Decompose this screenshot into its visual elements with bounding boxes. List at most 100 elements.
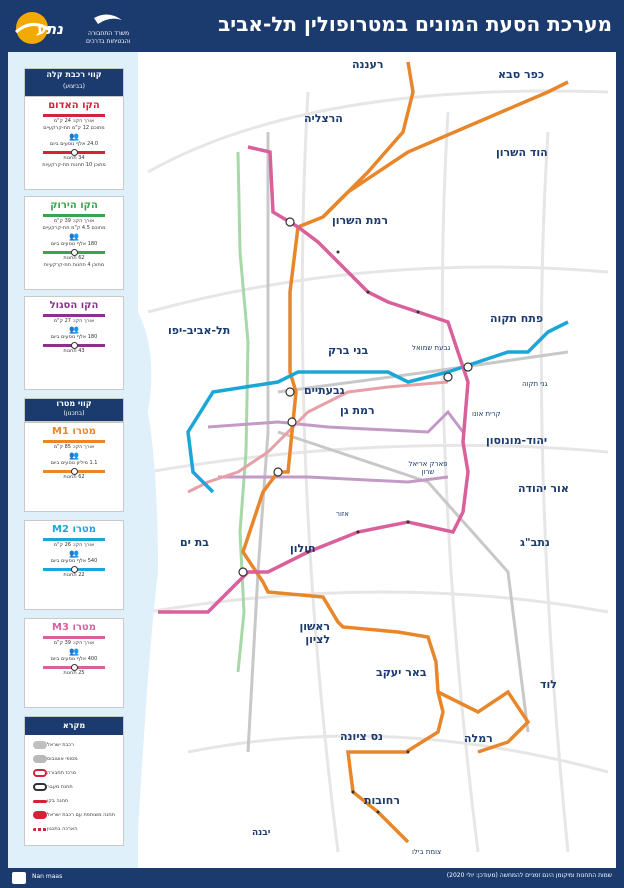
station-dots	[306, 250, 420, 814]
planned-extension-icon	[33, 827, 47, 831]
city-label: ראשון לציון	[299, 620, 330, 646]
road-network	[147, 89, 609, 853]
legend-item-transport-hub: מרכז תחבורה	[25, 766, 123, 780]
lrt-header-card: קווי רכבת קלה (בביצוע)	[24, 68, 124, 100]
metro-header-card: קווי מטרו (בתכנון)	[24, 398, 124, 422]
purple-line-branch	[218, 475, 449, 484]
passengers-icon: 👥	[69, 132, 79, 141]
rail-icon	[33, 741, 47, 749]
red-line-stations: 34 תחנות	[63, 155, 85, 161]
legend-item-line-station: תחנה בקו	[25, 794, 123, 808]
legend-label: מרכז תחבורה	[47, 770, 77, 776]
city-label: רמת השרון	[332, 214, 388, 227]
red-line-title: הקו האדום	[48, 100, 100, 111]
legend-list: רכבת ישראל מסופי אוטובוס מרכז תחבורה תחנ…	[25, 735, 123, 836]
city-label: גבעתיים	[304, 384, 345, 397]
city-label: רחובות	[364, 794, 400, 807]
city-label: צומת בילו	[412, 848, 442, 856]
transport-hub-icon	[33, 769, 47, 777]
metro-header-sub: (בתכנון)	[63, 410, 85, 417]
logo-area: נתע משרד התחבורה והבטיחות בדרכים	[10, 8, 140, 48]
m1-branch-east	[321, 80, 569, 219]
brand-icon	[12, 872, 26, 884]
purple-line-card: הקו הסגול אורך הקו: 27 ק"מ 👥 180 אלף נוס…	[24, 296, 124, 390]
red-line-swatch	[43, 114, 105, 117]
city-label: נתב"ג	[520, 536, 550, 549]
shared-rail-station-icon	[33, 811, 47, 819]
green-line-title: הקו הירוק	[50, 200, 98, 211]
ministry-line1: משרד התחבורה	[88, 30, 130, 37]
city-label: יבנה	[252, 828, 271, 838]
transfer-stations	[238, 217, 473, 577]
line-station-icon	[33, 799, 47, 803]
city-label: באר יעקב	[376, 666, 427, 679]
legend-item-bus-terminal: מסופי אוטובוס	[25, 752, 123, 766]
city-label: פארק אריאל שרון	[408, 460, 448, 476]
city-label: פתח תקוה	[490, 312, 544, 325]
green-line-station-swatch	[43, 249, 105, 256]
bus-terminal-icon	[33, 755, 47, 763]
city-label: הרצליה	[304, 112, 343, 125]
city-label: רמלה	[464, 732, 493, 745]
footer-brand: Nan maas	[32, 873, 63, 880]
city-label: גבעת שמואל	[412, 344, 451, 352]
header: נתע משרד התחבורה והבטיחות בדרכים מערכת ה…	[0, 0, 624, 52]
m3-passengers: 400 אלף נוסעים ביום	[50, 656, 98, 662]
m2-stations: 22 תחנות	[63, 572, 85, 578]
m3-length: אורך הקו: 39 ק"מ	[53, 640, 95, 646]
green-line-length: אורך הקו: 39 ק"מ	[53, 218, 95, 224]
legend-item-shared-rail-station: תחנה משותפת עם רכבת ישראל	[25, 808, 123, 822]
m2-passengers: 540 אלף נוסעים ביום	[50, 558, 98, 564]
city-label: בת ים	[180, 536, 209, 549]
m1-station-swatch	[43, 468, 105, 475]
red-line-station-swatch	[43, 149, 105, 156]
m3-swatch	[43, 636, 105, 639]
red-line-passengers: 24.0 אלף נוסעים ביום	[49, 141, 99, 147]
m1-stations: 62 תחנות	[63, 474, 85, 480]
green-line-stations-under: מתוכן 4 תחנות תת-קרקעיות	[43, 262, 105, 268]
m2-length: אורך הקו: 26 ק"מ	[53, 542, 95, 548]
nta-logo-icon	[15, 12, 122, 44]
passengers-icon: 👥	[69, 451, 79, 460]
passengers-icon: 👥	[69, 232, 79, 241]
israel-rail	[246, 132, 569, 753]
lrt-header-sub: (בביצוע)	[63, 83, 85, 90]
legend-label: מסופי אוטובוס	[47, 756, 78, 762]
city-label: כפר סבא	[498, 68, 545, 81]
green-line-stations: 62 תחנות	[63, 255, 85, 261]
city-label: אור יהודה	[518, 482, 569, 495]
green-line-swatch	[43, 214, 105, 217]
passengers-icon: 👥	[69, 549, 79, 558]
footer: Nan maas שמות התחנות ומיקומן הינם זמניים…	[0, 868, 624, 888]
legend-label: תחנה בקו	[47, 798, 69, 804]
metro-header-title: קווי מטרו	[56, 399, 92, 408]
city-label: יהוד-מונוסון	[486, 434, 548, 447]
legend-label: תחנת מעבר	[47, 784, 73, 790]
city-label: אזור	[336, 510, 349, 518]
green-line	[236, 151, 250, 673]
green-line-passengers: 180 אלף נוסעים ביום	[50, 241, 98, 247]
red-line	[187, 380, 449, 494]
m2-card: מטרו M2 אורך הקו: 26 ק"מ 👥 540 אלף נוסעי…	[24, 520, 124, 610]
red-line-length: אורך הקו: 24 ק"מ	[53, 118, 95, 124]
city-label: קרית אונו	[472, 410, 501, 418]
m2-swatch	[43, 538, 105, 541]
m1-length: אורך הקו: 85 ק"מ	[53, 444, 95, 450]
m1-swatch	[43, 440, 105, 443]
transfer-station-icon	[33, 783, 47, 791]
city-label: בני ברק	[328, 344, 369, 357]
page-title: מערכת הסעת המונים במטרופולין תל-אביב	[218, 12, 612, 36]
lrt-header-title: קווי רכבת קלה	[46, 70, 102, 79]
m3-station-swatch	[43, 664, 105, 671]
city-label: נס ציונה	[340, 730, 384, 743]
passengers-icon: 👥	[69, 647, 79, 656]
green-line-under: מתוכם 4.5 ק"מ תת-קרקעיים	[42, 225, 106, 231]
legend-card: מקרא רכבת ישראל מסופי אוטובוס מרכז תחבור…	[24, 716, 124, 846]
m2-line	[186, 320, 569, 494]
city-label: חולון	[290, 542, 316, 555]
purple-line-stations: 43 תחנות	[63, 348, 85, 354]
purple-line-swatch	[43, 314, 105, 317]
m3-card: מטרו M3 אורך הקו: 39 ק"מ 👥 400 אלף נוסעי…	[24, 618, 124, 708]
city-label: הוד השרון	[496, 146, 548, 159]
